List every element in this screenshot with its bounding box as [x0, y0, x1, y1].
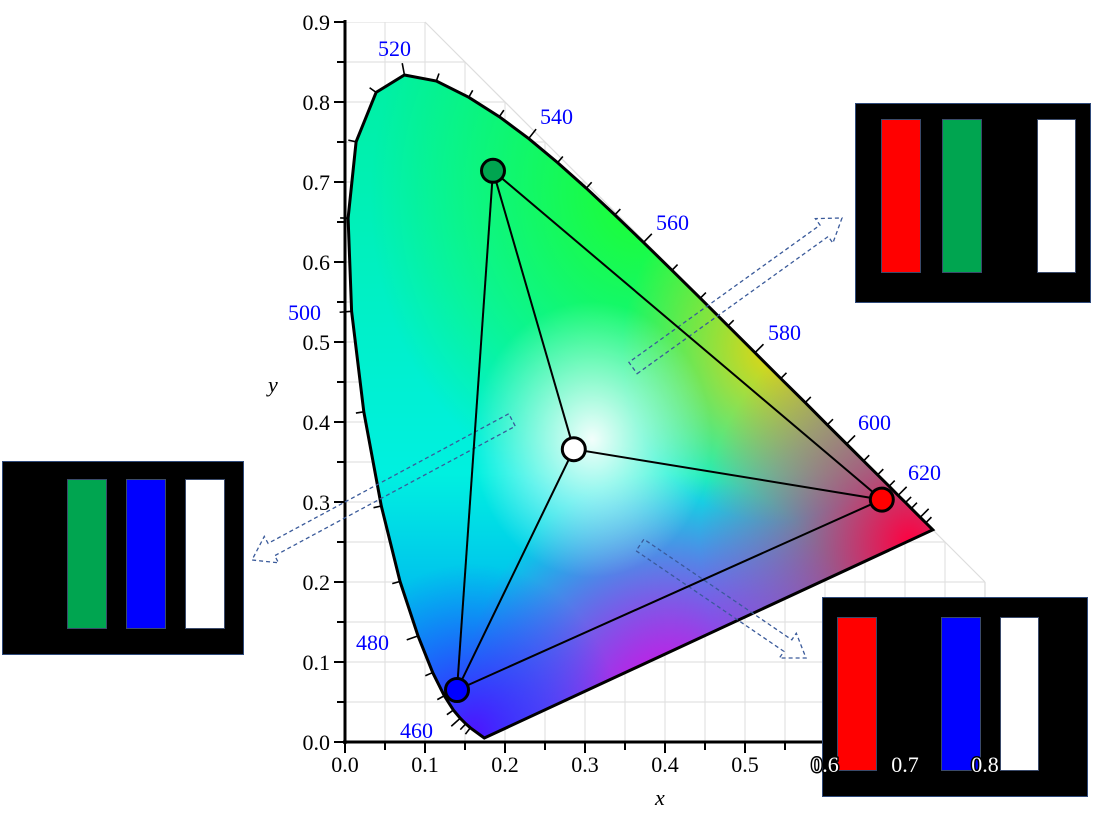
wavelength-label: 480 [356, 630, 389, 655]
red-bar [837, 617, 877, 771]
wavelength-tick [826, 418, 834, 426]
wavelength-tick [406, 635, 419, 641]
wavelength-tick [727, 319, 735, 327]
wavelength-tick [925, 516, 933, 524]
y-axis-title: y [266, 372, 278, 397]
dashed-arrow [635, 538, 807, 659]
wavelength-tick [436, 695, 445, 701]
wavelength-tick [373, 505, 382, 509]
wavelength-tick [919, 508, 930, 518]
wavelength-ticks: 460 480 500 520 540 560 580 600 620 [288, 36, 941, 743]
wavelength-label: 560 [656, 210, 689, 235]
wavelength-tick [699, 291, 707, 299]
wavelength-tick [464, 727, 471, 735]
blue-bar [941, 617, 981, 771]
wavelength-tick [446, 709, 454, 716]
wavelength-label: 580 [768, 320, 801, 345]
wavelength-tick [392, 580, 401, 585]
wavelength-tick [846, 434, 856, 445]
inset-red-green-white [855, 103, 1091, 303]
gamut-line [492, 170, 575, 450]
gamut-line [573, 448, 882, 501]
wavelength-tick [862, 454, 870, 462]
gamut-line [492, 170, 883, 501]
wavelength-tick [754, 343, 765, 354]
wavelength-tick [585, 181, 593, 189]
wavelength-tick [348, 139, 357, 143]
wavelength-tick [425, 671, 434, 677]
blue-bar [126, 479, 166, 629]
x-axis-title: x [654, 785, 665, 810]
gamut-line [456, 170, 494, 691]
dashed-arrow [627, 217, 843, 375]
inset-green-blue-white [2, 461, 244, 655]
wavelength-tick [780, 372, 788, 380]
gamut-line [456, 498, 883, 691]
wavelength-tick [528, 128, 537, 140]
y-tick-label: 0.4 [303, 410, 331, 435]
green-bar [942, 119, 982, 273]
blue-primary-point [444, 677, 470, 703]
red-bar [881, 119, 921, 273]
white-primary-point [560, 436, 587, 463]
wavelength-tick [888, 480, 896, 487]
green-bar [67, 479, 107, 629]
wavelength-tick [468, 89, 474, 98]
dashed-arrows [250, 217, 843, 659]
wavelength-tick [435, 73, 440, 82]
wavelength-tick [642, 233, 653, 243]
wavelength-tick [910, 502, 918, 509]
wavelength-tick [459, 723, 467, 731]
wavelength-tick [557, 155, 564, 164]
wavelength-label: 540 [540, 104, 573, 129]
wavelength-tick [897, 486, 908, 496]
green-primary-point [480, 157, 506, 184]
white-bar [185, 479, 225, 629]
wavelength-tick [401, 63, 406, 76]
y-tick-label: 0.3 [303, 490, 331, 515]
y-tick-label: 0.7 [303, 170, 331, 195]
wavelength-tick [450, 717, 461, 727]
white-bar [1000, 617, 1039, 771]
gamut-triangle [456, 170, 883, 691]
dashed-arrow [250, 412, 517, 564]
spectral-locus [346, 73, 936, 740]
white-bar [1037, 119, 1076, 273]
inset-red-blue-white [822, 597, 1088, 797]
wavelength-label: 520 [378, 36, 411, 61]
y-tick-label: 0.6 [303, 250, 331, 275]
y-tick-label: 0.0 [303, 730, 331, 755]
primary-points [444, 157, 895, 703]
labels: x y [266, 372, 665, 810]
y-tick-label: 0.5 [303, 330, 331, 355]
wavelength-label: 460 [400, 718, 433, 743]
wavelength-tick [614, 208, 621, 216]
wavelength-tick [355, 411, 364, 414]
y-tick-label: 0.2 [303, 570, 331, 595]
wavelength-tick [804, 396, 812, 404]
wavelength-label: 500 [288, 300, 321, 325]
gamut-line [456, 448, 575, 691]
red-primary-point [868, 486, 895, 513]
wavelength-tick [498, 109, 505, 118]
wavelength-label: 600 [858, 410, 891, 435]
y-tick-label: 0.9 [303, 10, 331, 35]
y-tick-label: 0.8 [303, 90, 331, 115]
wavelength-label: 620 [908, 460, 941, 485]
wavelength-tick [369, 87, 377, 94]
y-tick-label: 0.1 [303, 650, 331, 675]
wavelength-tick [671, 264, 679, 271]
wavelength-tick [877, 468, 884, 476]
wavelength-tick [904, 496, 912, 504]
